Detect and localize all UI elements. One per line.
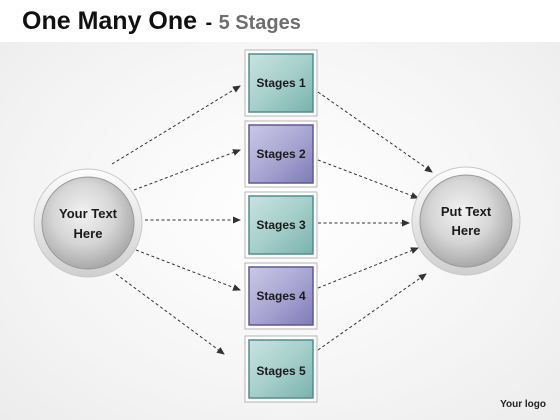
arrow-left-to-stage-2	[133, 149, 241, 191]
stage-label-5: Stages 5	[256, 364, 306, 378]
right-connectors	[317, 91, 433, 351]
left-node: Your Text Here	[33, 168, 143, 278]
diagram-svg: Your Text Here Put Text Here Stages 1 St…	[33, 49, 521, 403]
arrow-stage-5-to-right	[317, 273, 427, 351]
right-node-line-1: Put Text	[441, 204, 492, 219]
stage-box-4: Stages 4	[244, 262, 318, 330]
title-subtitle: 5 Stages	[218, 12, 301, 34]
stage-label-2: Stages 2	[256, 147, 306, 161]
title-separator: -	[205, 12, 213, 34]
left-node-line-1: Your Text	[59, 206, 118, 221]
right-node-line-2: Here	[452, 223, 481, 238]
arrow-stage-2-to-right	[317, 159, 419, 199]
stage-box-1: Stages 1	[244, 49, 318, 117]
stage-box-2: Stages 2	[244, 120, 318, 188]
stage-box-3: Stages 3	[244, 191, 318, 259]
arrow-stage-1-to-right	[317, 91, 433, 173]
arrow-stage-4-to-right	[317, 247, 419, 289]
stage-label-3: Stages 3	[256, 218, 306, 232]
arrow-left-to-stage-1	[111, 85, 241, 165]
right-node: Put Text Here	[411, 166, 521, 276]
arrow-left-to-stage-4	[135, 249, 241, 291]
diagram-canvas: Your Text Here Put Text Here Stages 1 St…	[0, 42, 560, 420]
left-node-line-2: Here	[74, 226, 103, 241]
page-title: One Many One - 5 Stages	[22, 4, 301, 38]
arrow-left-to-stage-5	[115, 273, 225, 355]
stage-box-5: Stages 5	[244, 335, 318, 403]
stage-label-4: Stages 4	[256, 289, 306, 303]
logo-placeholder: Your logo	[500, 399, 546, 410]
left-connectors	[111, 85, 241, 355]
title-main: One Many One	[22, 7, 198, 35]
stage-label-1: Stages 1	[256, 76, 306, 90]
